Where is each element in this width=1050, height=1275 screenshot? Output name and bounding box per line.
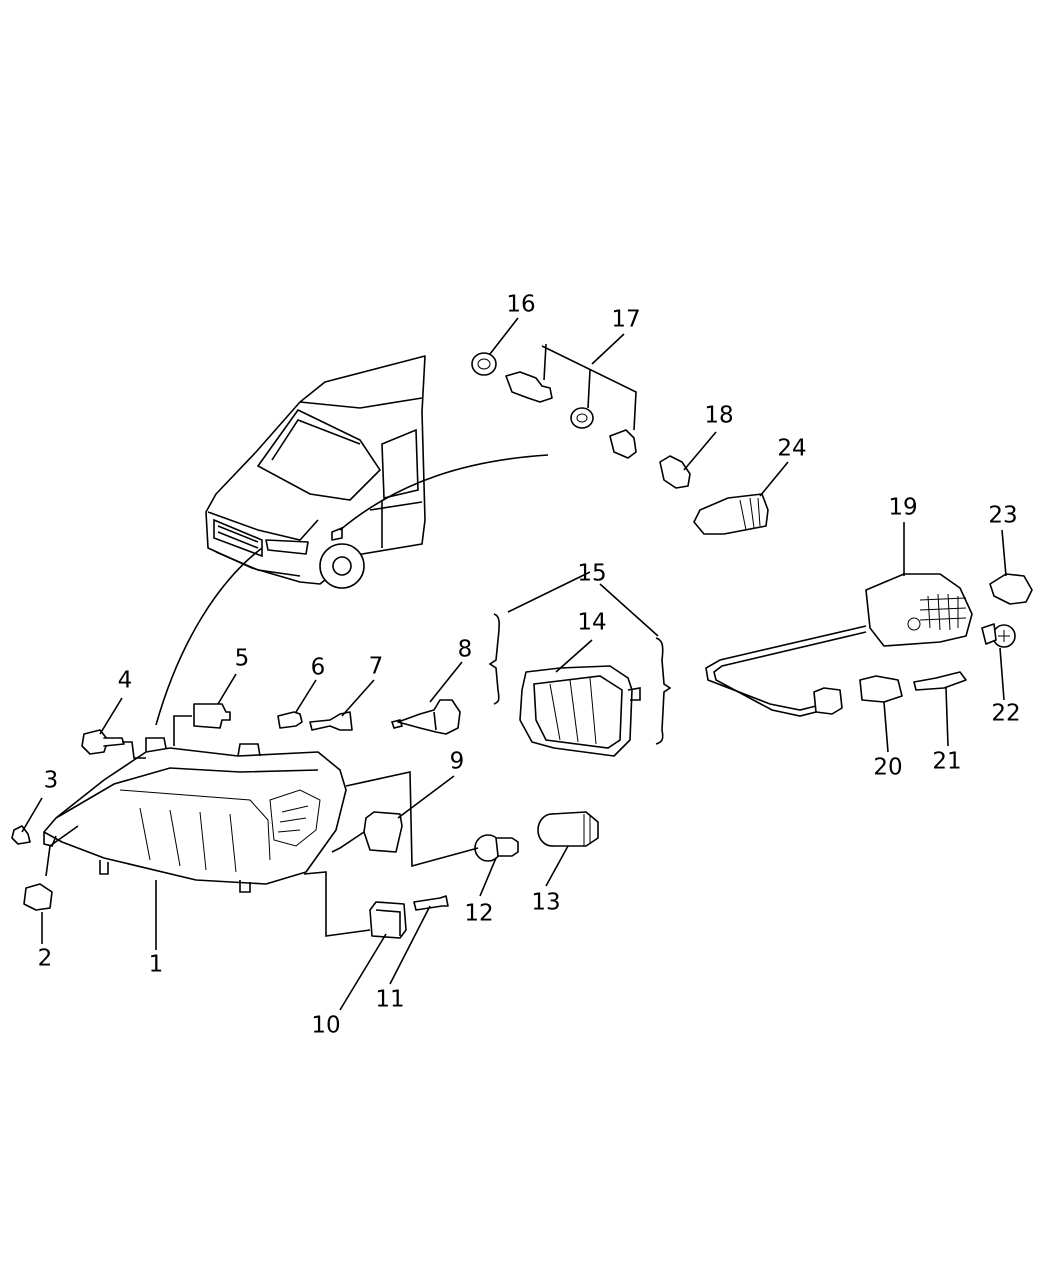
plug bbox=[813, 687, 843, 715]
van-illustration bbox=[205, 355, 426, 589]
part-9-socket bbox=[331, 811, 403, 853]
part-14-cover bbox=[519, 665, 641, 757]
part-13-socket bbox=[537, 811, 599, 847]
leader-lines bbox=[21, 317, 1007, 1011]
callout-1: 1 bbox=[149, 952, 164, 978]
callout-10: 10 bbox=[311, 1013, 340, 1039]
part-22-bulb bbox=[981, 623, 1016, 648]
callout-4: 4 bbox=[118, 668, 133, 694]
callout-14: 14 bbox=[577, 610, 606, 636]
callout-5: 5 bbox=[235, 646, 250, 672]
callout-8: 8 bbox=[458, 637, 473, 663]
part-24-side-marker bbox=[693, 493, 769, 535]
callout-labels: 1 2 3 4 5 6 7 8 9 10 11 12 13 14 15 16 1… bbox=[38, 292, 1021, 1039]
part-20-connector bbox=[859, 675, 903, 703]
callout-19: 19 bbox=[888, 495, 917, 521]
part-8-h7-bulb bbox=[390, 699, 461, 735]
callout-13: 13 bbox=[531, 890, 560, 916]
callout-3: 3 bbox=[44, 768, 59, 794]
part-21-terminal bbox=[913, 671, 967, 691]
leader-van-to-headlamp bbox=[155, 547, 263, 726]
part-18-bulb bbox=[659, 455, 691, 489]
part-6-bulb bbox=[277, 711, 303, 729]
leader-van-to-side-marker bbox=[339, 454, 549, 531]
callout-15: 15 bbox=[577, 561, 606, 587]
part-12-bulb bbox=[474, 834, 519, 862]
bracket-15-left bbox=[488, 613, 500, 705]
callout-16: 16 bbox=[506, 292, 535, 318]
callout-17: 17 bbox=[611, 307, 640, 333]
headlamp-assembly bbox=[43, 737, 347, 893]
part-7-bulb bbox=[309, 711, 353, 731]
part-10-module bbox=[369, 901, 407, 939]
bracket-15-right bbox=[655, 637, 672, 745]
part-16-grommet bbox=[471, 352, 497, 376]
callout-9: 9 bbox=[450, 749, 465, 775]
callout-18: 18 bbox=[704, 403, 733, 429]
part-2-clip bbox=[23, 883, 53, 911]
callout-24: 24 bbox=[777, 436, 806, 462]
callout-12: 12 bbox=[464, 901, 493, 927]
callout-21: 21 bbox=[932, 749, 961, 775]
callout-2: 2 bbox=[38, 946, 53, 972]
part-4-screw bbox=[81, 729, 125, 755]
callout-22: 22 bbox=[991, 701, 1020, 727]
callout-20: 20 bbox=[873, 755, 902, 781]
callout-23: 23 bbox=[988, 503, 1017, 529]
part-5-bracket bbox=[193, 703, 231, 729]
callout-7: 7 bbox=[369, 654, 384, 680]
part-11-bulb bbox=[413, 895, 449, 911]
part-19-lamp-housing bbox=[705, 573, 973, 717]
callout-6: 6 bbox=[311, 655, 326, 681]
part-23-bulb bbox=[989, 573, 1033, 605]
part-3-clip bbox=[11, 825, 31, 845]
part-17-bulb-holder bbox=[505, 371, 637, 459]
callout-11: 11 bbox=[375, 987, 404, 1013]
